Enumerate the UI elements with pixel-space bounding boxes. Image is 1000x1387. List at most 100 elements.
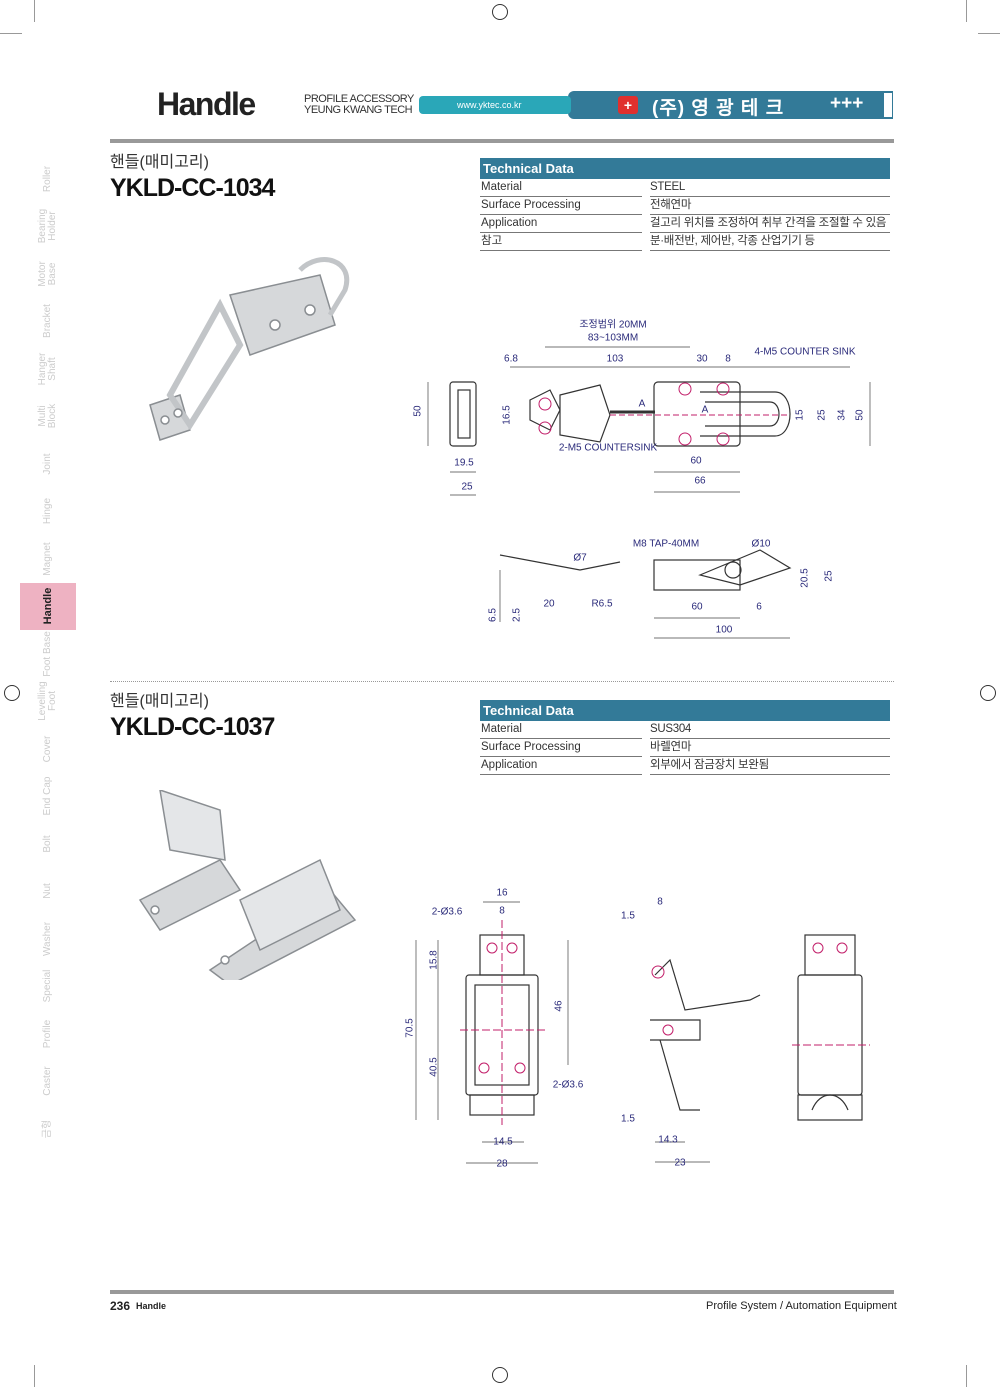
dimension-label: 66	[694, 475, 706, 487]
sidebar-item-label: End Cap	[42, 776, 53, 816]
product-model: YKLD-CC-1037	[110, 713, 275, 741]
sidebar-item-11[interactable]: Levelling Foot	[20, 678, 76, 725]
table-key: 참고	[480, 233, 642, 251]
sidebar-item-label: Profile	[42, 1019, 53, 1048]
sidebar-item-3[interactable]: Bracket	[20, 298, 76, 345]
dimension-label: A	[701, 404, 709, 416]
product-image-1034	[149, 257, 350, 441]
table-value: 분·배전반, 제어반, 각종 산업기기 등	[650, 233, 890, 251]
sidebar-item-1[interactable]: Bearing Holder	[20, 203, 76, 250]
table-value: 걸고리 위치를 조정하여 취부 간격을 조절할 수 있음	[650, 215, 890, 233]
sidebar-item-13[interactable]: End Cap	[20, 773, 76, 820]
dimension-label: 34	[836, 409, 848, 421]
table-key: Surface Processing	[480, 739, 642, 757]
sidebar-item-9[interactable]: Handle	[20, 582, 76, 630]
dimension-label: 20	[543, 598, 555, 610]
sidebar-item-label: Cover	[42, 735, 53, 762]
sidebar-item-label: Caster	[42, 1066, 53, 1096]
sidebar-item-12[interactable]: Cover	[20, 725, 76, 772]
dimension-label: 46	[553, 1000, 565, 1012]
registration-mark-icon	[492, 1367, 508, 1383]
sidebar-item-label: Hinge	[42, 497, 53, 525]
sidebar-item-label: Bearing Holder	[37, 208, 58, 244]
dimension-label: 19.5	[454, 457, 474, 469]
sidebar-item-4[interactable]: Hanger Shaft	[20, 345, 76, 392]
sidebar-item-label: Roller	[42, 165, 53, 192]
table-key: Surface Processing	[480, 197, 642, 215]
dimension-label: 2-M5 COUNTERSINK	[558, 442, 658, 454]
sidebar-item-18[interactable]: Profile	[20, 1010, 76, 1057]
table-value: 전해연마	[650, 197, 890, 215]
dimension-label: 2-Ø3.6	[552, 1079, 584, 1091]
sidebar-item-19[interactable]: Caster	[20, 1058, 76, 1105]
sidebar-item-17[interactable]: Special	[20, 963, 76, 1010]
sidebar-item-8[interactable]: Magnet	[20, 535, 76, 582]
sidebar-item-label: Bracket	[42, 304, 53, 338]
dimension-label: 70.5	[404, 1018, 416, 1038]
dimension-label: Ø10	[751, 538, 771, 550]
registration-mark-icon	[980, 685, 996, 701]
sidebar-item-label: Levelling Foot	[37, 681, 58, 721]
dimension-label: 14.3	[658, 1134, 678, 1146]
footer-rule	[110, 1290, 894, 1294]
table-value: SUS304	[650, 721, 890, 739]
table-row: Surface Processing 전해연마	[480, 197, 890, 215]
product-korean-name: 핸들(매미고리)	[110, 693, 209, 710]
website-link[interactable]: www.yktec.co.kr	[419, 96, 571, 114]
table-row: 참고 분·배전반, 제어반, 각종 산업기기 등	[480, 233, 890, 251]
table-value: 외부에서 잠금장치 보완됨	[650, 757, 890, 775]
sidebar-item-15[interactable]: Nut	[20, 868, 76, 915]
sidebar-item-label: Multi Block	[37, 403, 58, 429]
crop-mark	[966, 1365, 967, 1387]
brand-plus: +++	[830, 93, 864, 114]
dimension-label: 50	[412, 405, 424, 417]
dimension-label: 40.5	[428, 1057, 440, 1077]
crop-mark	[978, 33, 1000, 34]
table-value: STEEL	[650, 179, 890, 197]
dimension-label: 60	[691, 601, 703, 613]
dimension-label: 25	[461, 481, 473, 493]
sidebar-item-6[interactable]: Joint	[20, 440, 76, 487]
dimension-label: M8 TAP-40MM	[632, 538, 700, 550]
dimension-label: 4-M5 COUNTER SINK	[754, 346, 856, 358]
dimension-label: 6.5	[487, 608, 499, 622]
product-model: YKLD-CC-1034	[110, 174, 275, 202]
footer-category: Profile System / Automation Equipment	[706, 1300, 897, 1312]
technical-data-header: Technical Data	[480, 700, 890, 721]
dimension-label: 16	[496, 887, 508, 899]
sidebar-item-20[interactable]: 금형	[20, 1105, 76, 1152]
brand-name: (주) 영 광 테 크	[652, 98, 785, 119]
dimension-label: 조정범위 20MM	[579, 319, 647, 331]
sidebar-item-label: Washer	[42, 921, 53, 956]
technical-data-header: Technical Data	[480, 158, 890, 179]
sidebar-item-7[interactable]: Hinge	[20, 488, 76, 535]
sidebar-item-2[interactable]: Motor Base	[20, 250, 76, 297]
technical-drawing-1034	[427, 346, 871, 639]
sidebar-item-0[interactable]: Roller	[20, 155, 76, 202]
dimension-label: 6.8	[504, 353, 518, 365]
sidebar-item-16[interactable]: Washer	[20, 915, 76, 962]
dimension-label: 1.5	[621, 1113, 635, 1125]
dimension-label: 16.5	[501, 405, 513, 425]
dimension-label: 20.5	[799, 568, 811, 588]
dimension-label: 60	[690, 455, 702, 467]
table-key: Application	[480, 215, 642, 233]
sidebar-item-5[interactable]: Multi Block	[20, 393, 76, 440]
dimension-label: 8	[725, 353, 731, 365]
header-rule	[110, 139, 894, 143]
sidebar-item-10[interactable]: Foot Base	[20, 630, 76, 677]
dimension-label: 1.5	[621, 910, 635, 922]
sidebar-item-label: Nut	[42, 883, 53, 899]
page-number: 236	[110, 1299, 131, 1313]
sidebar-item-14[interactable]: Bolt	[20, 820, 76, 867]
dimension-label: 30	[696, 353, 708, 365]
sidebar-item-label: Joint	[42, 452, 53, 475]
sidebar-item-label: Special	[42, 969, 53, 1003]
dimension-label: 50	[854, 409, 866, 421]
technical-drawing-1037	[415, 901, 870, 1164]
